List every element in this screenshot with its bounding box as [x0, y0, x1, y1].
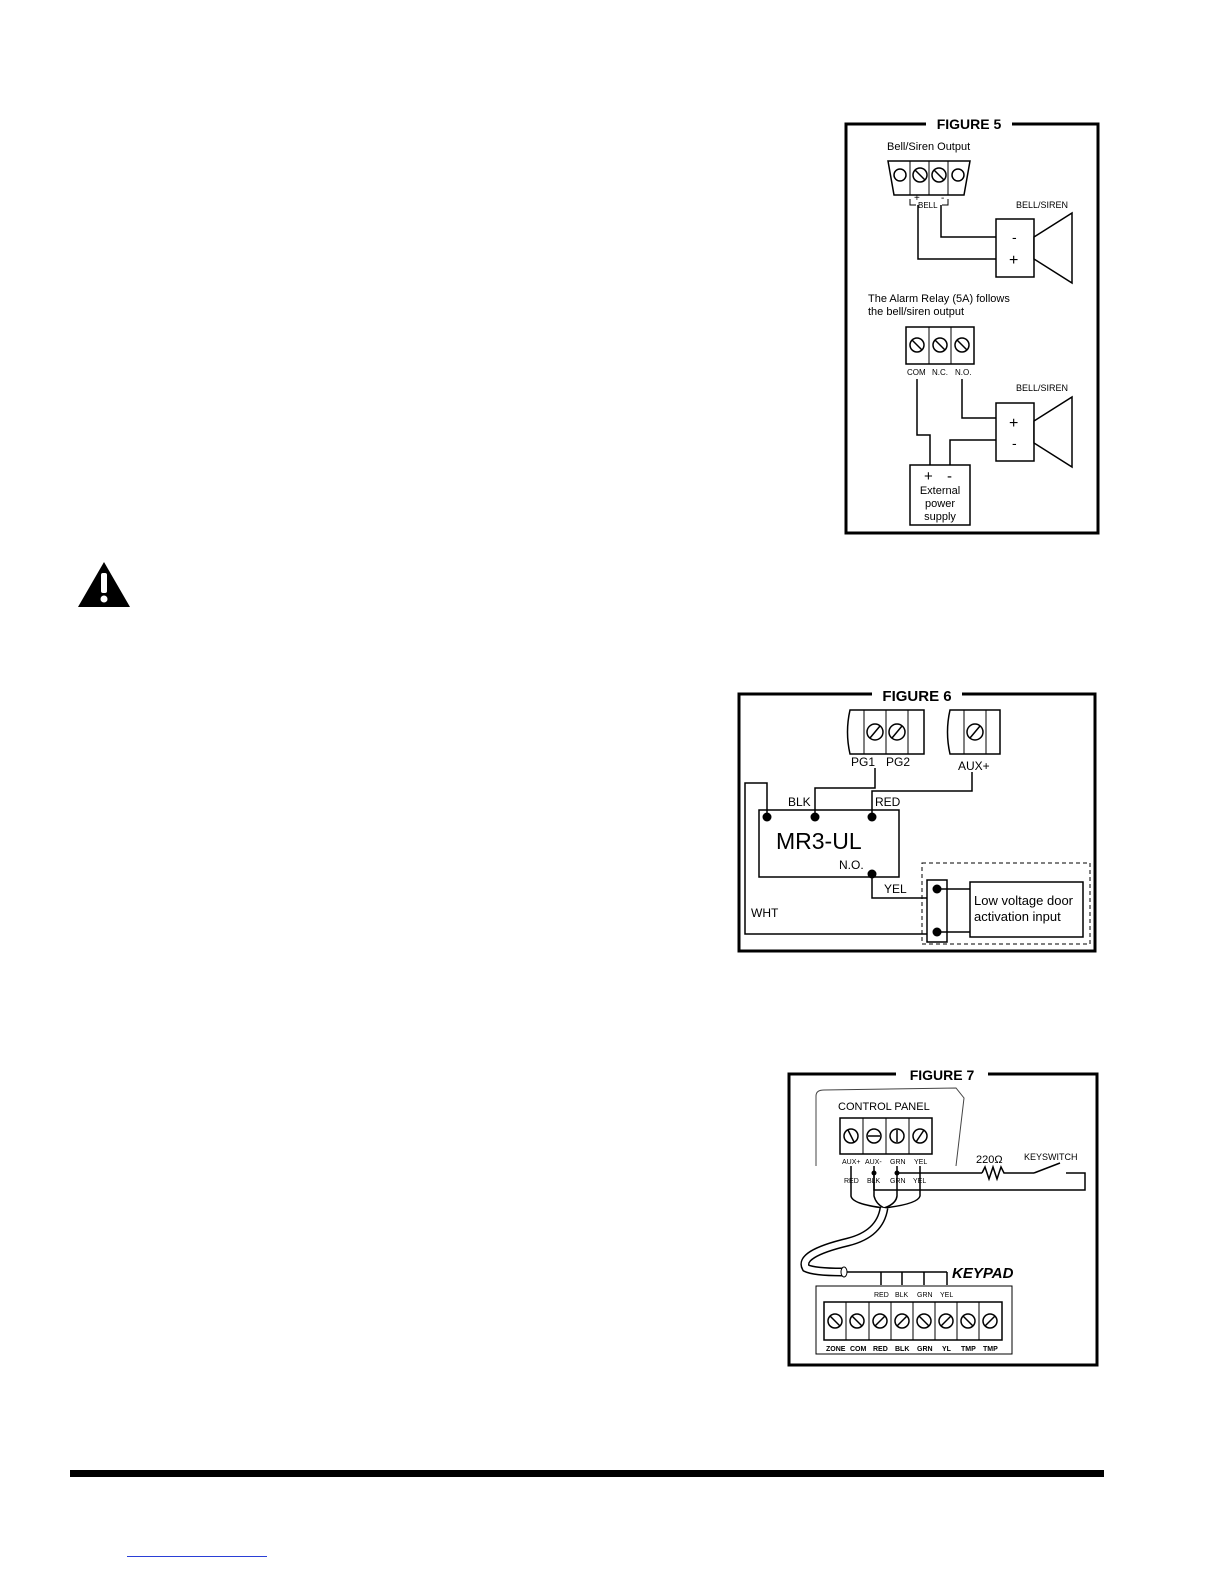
control-panel-outline [815, 1087, 965, 1167]
relay-no-label: N.O. [955, 368, 971, 377]
figure-5-title: FIGURE 5 [937, 116, 1002, 132]
panel-term-auxm: AUX- [865, 1159, 882, 1166]
relay-caption-2: the bell/siren output [868, 306, 964, 318]
aux-terminal-block [946, 709, 1001, 755]
mr3-ul-module [758, 809, 900, 878]
keypad-terminal-block [823, 1301, 1003, 1341]
kp-term-tmp1: TMP [961, 1346, 976, 1353]
resistor-label: 220Ω [976, 1154, 1003, 1166]
keyswitch-label: KEYSWITCH [1024, 1152, 1078, 1162]
bell-minus-label: - [941, 193, 944, 204]
psu-plus: + [924, 468, 933, 485]
footer-link-underline[interactable] [127, 1556, 267, 1557]
figure-6-diagram: FIGURE 6 PG1 PG2 AUX+ MR3-UL BLK RED N.O… [737, 686, 1097, 953]
siren-1-minus: - [1012, 229, 1017, 245]
yel-label: YEL [884, 882, 907, 896]
siren-2-plus: + [1009, 415, 1018, 432]
panel-terminal-block [839, 1117, 933, 1155]
keypad-label: KEYPAD [952, 1265, 1014, 1282]
kp-term-red: RED [873, 1346, 888, 1353]
pg-terminal-block [846, 709, 925, 755]
kp-term-tmp2: TMP [983, 1346, 998, 1353]
psu-label-1: External [920, 485, 960, 497]
red-label: RED [875, 795, 901, 809]
wire-grn: GRN [890, 1178, 906, 1185]
door-label-1: Low voltage door [974, 893, 1074, 908]
aux-label: AUX+ [958, 759, 990, 773]
kp-wire-grn: GRN [917, 1292, 933, 1299]
kp-term-com: COM [850, 1346, 867, 1353]
door-activation-input [969, 881, 1084, 938]
door-control-enclosure [921, 862, 1091, 945]
mr3-ul-label: MR3-UL [776, 828, 862, 854]
bell-terminal-block [887, 160, 971, 196]
panel-term-yel: YEL [914, 1159, 927, 1166]
siren-2-minus: - [1012, 435, 1017, 451]
resistor-symbol [981, 1164, 1034, 1182]
kp-wire-red: RED [874, 1292, 889, 1299]
siren-1-label: BELL/SIREN [1016, 200, 1068, 210]
psu-label-3: supply [924, 511, 956, 523]
psu-label-2: power [925, 498, 955, 510]
bell-siren-2 [995, 395, 1073, 469]
bell-output-label: Bell/Siren Output [887, 141, 970, 153]
external-power-supply [909, 464, 971, 526]
door-label-2: activation input [974, 909, 1061, 924]
relay-com-label: COM [907, 368, 926, 377]
wht-label: WHT [751, 906, 779, 920]
relay-caption-1: The Alarm Relay (5A) follows [868, 293, 1010, 305]
siren-2-label: BELL/SIREN [1016, 383, 1068, 393]
kp-term-zone: ZONE [826, 1346, 846, 1353]
kp-wire-yel: YEL [940, 1292, 953, 1299]
figure-5-diagram: FIGURE 5 Bell/Siren Output + - BELL BELL… [844, 115, 1100, 535]
figure-7-diagram: FIGURE 7 CONTROL PANEL AUX+ AUX- GRN YEL… [787, 1066, 1099, 1367]
kp-term-grn: GRN [917, 1346, 933, 1353]
pg1-label: PG1 [851, 755, 875, 769]
figure-6-title: FIGURE 6 [882, 688, 951, 705]
keypad-enclosure [815, 1285, 1013, 1355]
relay-nc-label: N.C. [932, 368, 948, 377]
psu-minus: - [947, 468, 952, 485]
blk-label: BLK [788, 795, 811, 809]
siren-1-plus: + [1009, 252, 1018, 269]
door-terminal [926, 879, 948, 943]
panel-term-auxp: AUX+ [842, 1159, 860, 1166]
bell-plus-label: + [914, 193, 920, 204]
keyswitch-symbol [1033, 1162, 1061, 1174]
pg2-label: PG2 [886, 755, 910, 769]
kp-term-blk: BLK [895, 1346, 909, 1353]
bell-terminal-label: BELL [918, 201, 938, 210]
relay-terminal-block [905, 326, 975, 365]
footer-rule [70, 1470, 1104, 1477]
bell-siren-1 [995, 211, 1073, 285]
warning-icon [78, 562, 130, 607]
panel-term-grn: GRN [890, 1159, 906, 1166]
control-panel-label: CONTROL PANEL [838, 1101, 930, 1113]
kp-term-yl: YL [942, 1346, 952, 1353]
figure-7-title: FIGURE 7 [910, 1067, 975, 1083]
kp-wire-blk: BLK [895, 1292, 909, 1299]
no-label: N.O. [839, 858, 864, 872]
